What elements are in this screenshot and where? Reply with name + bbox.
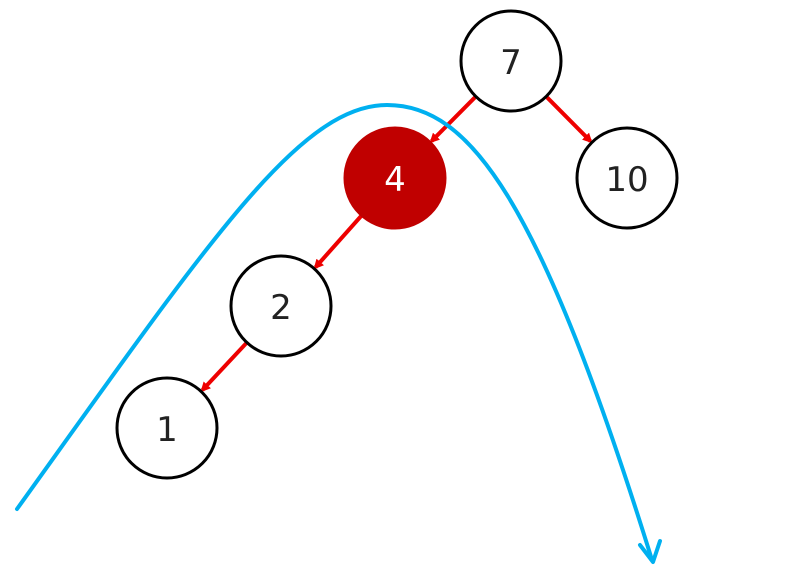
node-label: 1 <box>156 410 178 450</box>
node-circle <box>459 9 563 113</box>
tree-node-10: 10 <box>575 126 679 230</box>
node-label: 10 <box>605 160 648 200</box>
tree-nodes: 7 4 10 2 1 <box>115 9 679 480</box>
tree-node-7: 7 <box>459 9 563 113</box>
node-label: 7 <box>500 43 522 83</box>
traversal-curve-path <box>15 102 654 562</box>
tree-node-4: 4 <box>343 126 447 230</box>
tree-node-2: 2 <box>229 254 333 358</box>
arrowhead-icon <box>638 539 662 564</box>
node-label: 2 <box>270 288 292 328</box>
node-circle <box>229 254 333 358</box>
node-circle <box>575 126 679 230</box>
node-label: 4 <box>384 160 406 200</box>
node-circle <box>343 126 447 230</box>
traversal-curve <box>15 102 662 564</box>
node-circle <box>115 376 219 480</box>
tree-node-1: 1 <box>115 376 219 480</box>
